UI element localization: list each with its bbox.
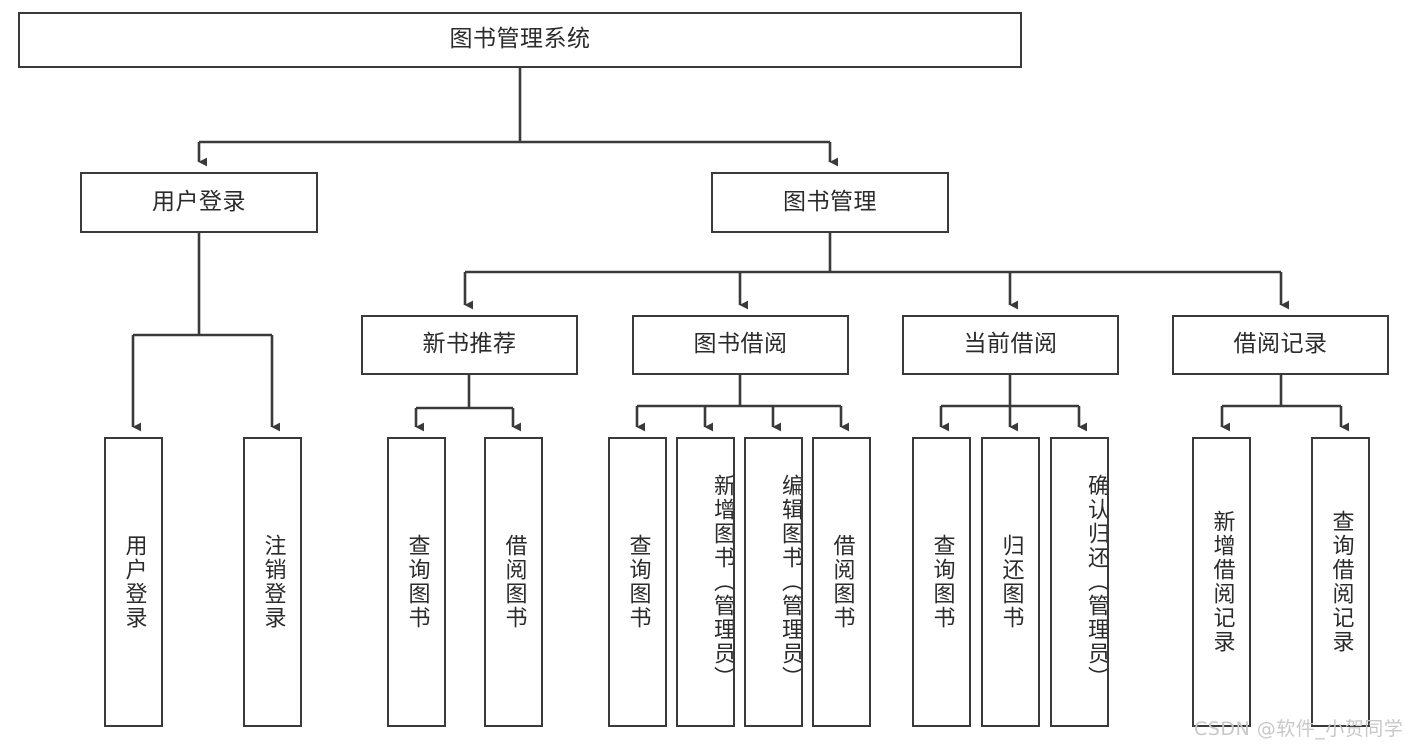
leaf-query-book-current[interactable]: 查询图书 (912, 437, 971, 727)
leaf-add-borrow-record[interactable]: 新增借阅记录 (1192, 437, 1251, 727)
leaf-query-book-borrow[interactable]: 查询图书 (608, 437, 667, 727)
node-new-book-recommend[interactable]: 新书推荐 (361, 315, 578, 375)
leaf-confirm-return-admin[interactable]: 确认归还（管理员） (1050, 437, 1109, 727)
leaf-query-book-recommend[interactable]: 查询图书 (387, 437, 446, 727)
leaf-user-login[interactable]: 用户登录 (104, 437, 163, 727)
leaf-borrow-book-recommend[interactable]: 借阅图书 (484, 437, 543, 727)
node-borrow-records[interactable]: 借阅记录 (1172, 315, 1389, 375)
leaf-query-borrow-record[interactable]: 查询借阅记录 (1311, 437, 1370, 727)
node-book-management[interactable]: 图书管理 (711, 172, 949, 233)
node-book-borrow[interactable]: 图书借阅 (632, 315, 849, 375)
leaf-logout[interactable]: 注销登录 (243, 437, 302, 727)
node-root[interactable]: 图书管理系统 (18, 12, 1022, 68)
csdn-watermark: CSDN @软件_小贺同学 (1194, 718, 1404, 740)
leaf-borrow-book[interactable]: 借阅图书 (812, 437, 871, 727)
leaf-return-book[interactable]: 归还图书 (981, 437, 1040, 727)
node-user-login[interactable]: 用户登录 (80, 172, 318, 233)
leaf-edit-book-admin[interactable]: 编辑图书（管理员） (744, 437, 803, 727)
leaf-add-book-admin[interactable]: 新增图书（管理员） (676, 437, 735, 727)
node-current-borrow[interactable]: 当前借阅 (902, 315, 1119, 375)
